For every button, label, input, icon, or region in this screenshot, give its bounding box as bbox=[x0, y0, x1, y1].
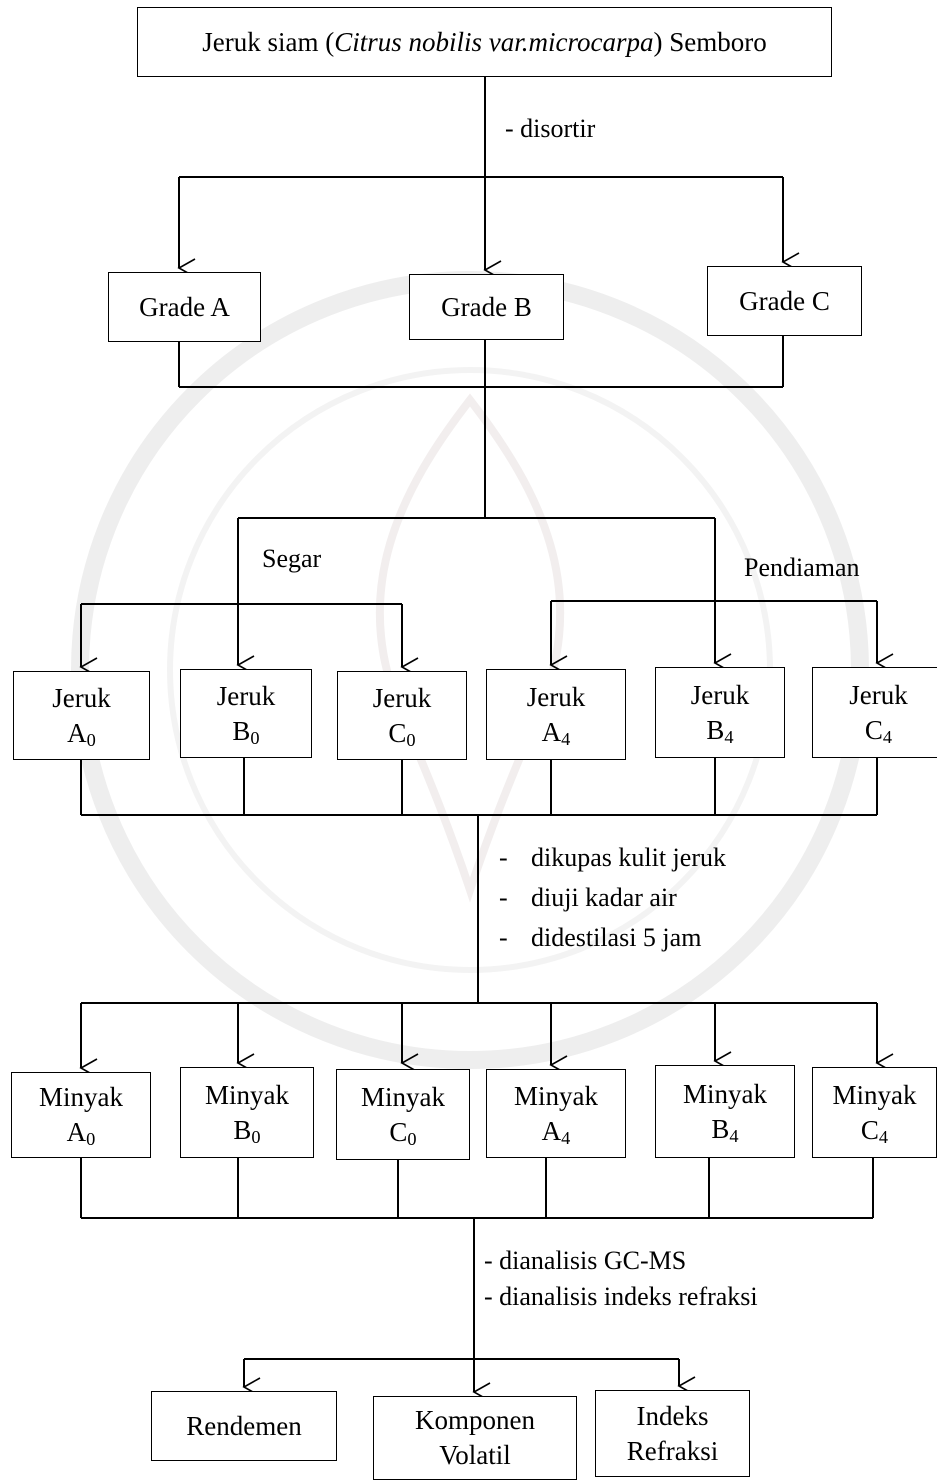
minyak-c0-box: Minyak C0 bbox=[336, 1069, 470, 1160]
jeruk-b4-box: Jeruk B4 bbox=[655, 667, 785, 758]
box-label: Jeruk bbox=[216, 680, 276, 711]
box-label: Jeruk bbox=[52, 682, 111, 713]
process-step: -didestilasi 5 jam bbox=[499, 923, 702, 952]
grade-c-box: Grade C bbox=[707, 266, 862, 336]
jeruk-a4-box: Jeruk A4 bbox=[486, 669, 626, 760]
process-step: -diuji kadar air bbox=[499, 883, 677, 912]
box-label: Minyak bbox=[205, 1079, 289, 1110]
step-sort-label: - disortir bbox=[505, 114, 596, 143]
grade-a-box: Grade A bbox=[108, 272, 261, 342]
box-label: Jeruk bbox=[690, 679, 750, 710]
title-suffix: ) Semboro bbox=[653, 26, 767, 57]
box-label: Jeruk bbox=[372, 682, 432, 713]
pendiaman-label: Pendiaman bbox=[744, 553, 860, 582]
minyak-a0-box: Minyak A0 bbox=[11, 1072, 151, 1158]
minyak-a4-box: Minyak A4 bbox=[486, 1069, 626, 1158]
box-label: Minyak bbox=[514, 1080, 598, 1111]
analysis-steps: - dianalisis GC-MS - dianalisis indeks r… bbox=[484, 1243, 758, 1315]
process-steps: -dikupas kulit jeruk -diuji kadar air -d… bbox=[499, 838, 726, 958]
title-box: Jeruk siam (Citrus nobilis var.microcarp… bbox=[137, 7, 832, 77]
indeks-refraksi-box: Indeks Refraksi bbox=[595, 1390, 750, 1477]
jeruk-b0-box: Jeruk B0 bbox=[180, 669, 312, 758]
box-label: Minyak bbox=[832, 1079, 917, 1110]
process-step: -dikupas kulit jeruk bbox=[499, 843, 726, 872]
box-label: Minyak bbox=[361, 1081, 445, 1112]
analysis-step: - dianalisis indeks refraksi bbox=[484, 1282, 758, 1311]
box-label: Jeruk bbox=[849, 679, 908, 710]
jeruk-c0-box: Jeruk C0 bbox=[337, 671, 467, 760]
komponen-volatil-box: Komponen Volatil bbox=[373, 1396, 577, 1480]
title-prefix: Jeruk siam ( bbox=[202, 26, 335, 57]
box-label: Jeruk bbox=[526, 681, 586, 712]
analysis-step: - dianalisis GC-MS bbox=[484, 1246, 687, 1275]
box-label: Minyak bbox=[683, 1078, 767, 1109]
jeruk-a0-box: Jeruk A0 bbox=[13, 671, 150, 760]
grade-b-box: Grade B bbox=[409, 274, 564, 340]
title-species: Citrus nobilis var.microcarpa bbox=[334, 26, 654, 57]
minyak-b4-box: Minyak B4 bbox=[655, 1065, 795, 1158]
jeruk-c4-box: Jeruk C4 bbox=[812, 667, 937, 758]
segar-label: Segar bbox=[262, 544, 322, 573]
box-label: Minyak bbox=[39, 1082, 123, 1112]
minyak-b0-box: Minyak B0 bbox=[180, 1067, 314, 1158]
rendemen-box: Rendemen bbox=[151, 1391, 337, 1461]
minyak-c4-box: Minyak C4 bbox=[812, 1067, 937, 1158]
